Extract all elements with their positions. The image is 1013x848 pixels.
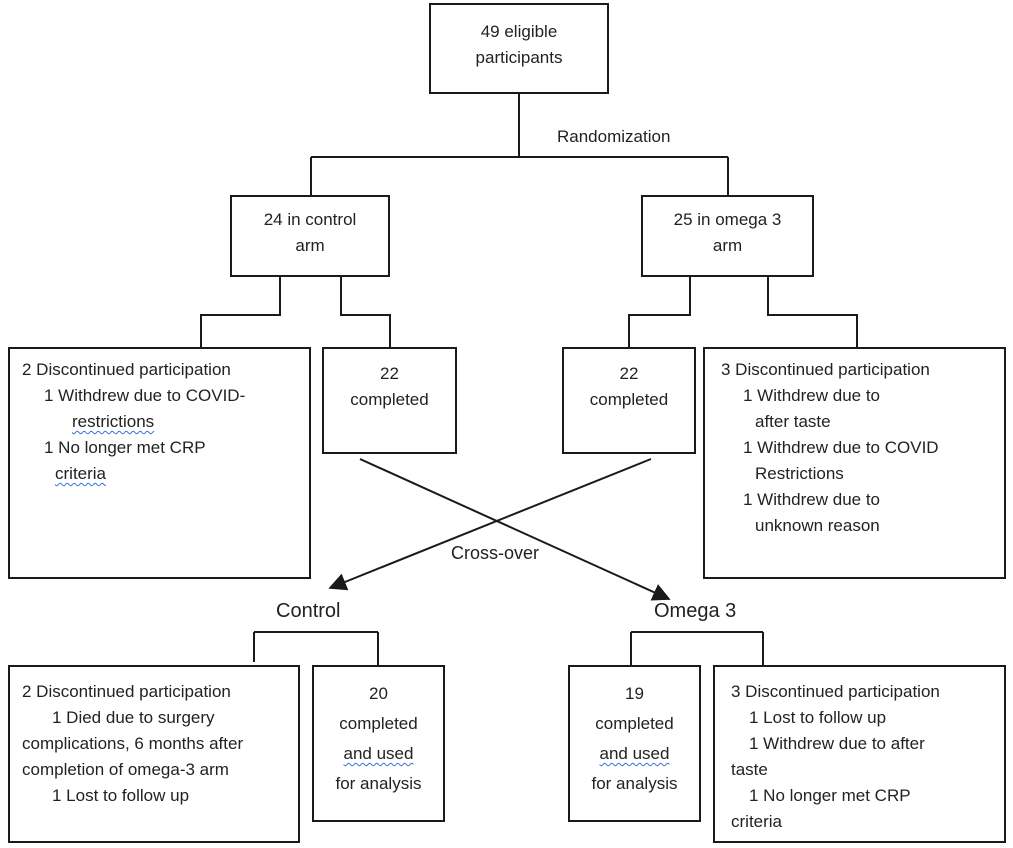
control2-discontinued-box: 2 Discontinued participation 1 Died due …: [8, 665, 300, 843]
omega2-discontinued-item3-cont: criteria: [731, 812, 783, 831]
control2-discontinued-header: 2 Discontinued participation: [22, 682, 231, 701]
omega-arm-line2: arm: [712, 236, 743, 255]
omega-discontinued-item2-cont: Restrictions: [755, 464, 844, 483]
omega-completed-label: completed: [589, 390, 669, 409]
control2-discontinued-item1-cont: complications, 6 months after: [22, 734, 244, 753]
omega2-completed-used: and used: [599, 744, 670, 763]
phase2-control-label: Control: [276, 600, 341, 622]
omega2-discontinued-item2: 1 Withdrew due to after: [749, 734, 925, 753]
randomization-label: Randomization: [557, 127, 671, 146]
control-discontinued-item2: 1 No longer met CRP: [44, 438, 206, 457]
omega2-completed-analysis: for analysis: [591, 774, 678, 793]
connector-omega-to-completed: [628, 277, 691, 347]
control-discontinued-header: 2 Discontinued participation: [22, 360, 231, 379]
connector-control-to-completed: [340, 277, 391, 347]
eligible-participants-label: participants: [475, 48, 563, 67]
control-completed-count: 22: [380, 364, 399, 383]
control-arm-box: 24 in control arm: [230, 195, 390, 277]
omega2-completed-count: 19: [625, 684, 644, 703]
control-discontinued-item1-cont: restrictions: [72, 412, 155, 431]
omega-arm-box: 25 in omega 3 arm: [641, 195, 814, 277]
control2-completed-count: 20: [369, 684, 388, 703]
omega2-discontinued-header: 3 Discontinued participation: [731, 682, 940, 701]
connector-control-to-discontinued: [200, 277, 281, 347]
control-arm-line2: arm: [295, 236, 325, 255]
omega-discontinued-item3: 1 Withdrew due to: [743, 490, 881, 509]
omega2-discontinued-item2-cont: taste: [731, 760, 768, 779]
control-discontinued-item2-cont: criteria: [55, 464, 107, 483]
omega-arm-line1: 25 in omega 3: [673, 210, 782, 229]
omega-discontinued-item1: 1 Withdrew due to: [743, 386, 881, 405]
omega2-discontinued-box: 3 Discontinued participation 1 Lost to f…: [713, 665, 1006, 843]
omega-discontinued-item1-cont: after taste: [755, 412, 831, 431]
control-discontinued-box: 2 Discontinued participation 1 Withdrew …: [8, 347, 311, 579]
omega-completed-box: 22 completed: [562, 347, 696, 454]
crossover-arrow-to-control: [328, 458, 652, 591]
control2-completed-box: 20 completed and used for analysis: [312, 665, 445, 822]
control2-discontinued-item1: 1 Died due to surgery: [52, 708, 215, 727]
omega2-discontinued-item3: 1 No longer met CRP: [749, 786, 911, 805]
crossover-label: Cross-over: [449, 543, 542, 564]
omega-completed-count: 22: [619, 364, 639, 383]
eligible-participants-box: 49 eligible participants: [429, 3, 609, 94]
omega-discontinued-item3-cont: unknown reason: [755, 516, 880, 535]
control2-discontinued-item1-cont2: completion of omega-3 arm: [22, 760, 229, 779]
control2-completed-label: completed: [339, 714, 418, 733]
eligible-count-label: 49 eligible: [480, 22, 558, 41]
control-completed-box: 22 completed: [322, 347, 457, 454]
control2-discontinued-item2: 1 Lost to follow up: [52, 786, 190, 805]
connector-omega-to-discontinued: [767, 277, 858, 347]
omega2-discontinued-item1: 1 Lost to follow up: [749, 708, 887, 727]
omega-discontinued-header: 3 Discontinued participation: [721, 360, 930, 379]
omega-discontinued-item2: 1 Withdrew due to COVID: [743, 438, 939, 457]
control-arm-line1: 24 in control: [263, 210, 357, 229]
control2-completed-analysis: for analysis: [335, 774, 422, 793]
phase2-omega-label: Omega 3: [654, 600, 737, 622]
omega-discontinued-box: 3 Discontinued participation 1 Withdrew …: [703, 347, 1006, 579]
omega2-completed-box: 19 completed and used for analysis: [568, 665, 701, 822]
omega2-completed-label: completed: [595, 714, 674, 733]
control2-completed-used: and used: [343, 744, 414, 763]
control-discontinued-item1: 1 Withdrew due to COVID-: [44, 386, 246, 405]
control-completed-label: completed: [350, 390, 429, 409]
crossover-arrow-to-omega: [359, 458, 671, 601]
